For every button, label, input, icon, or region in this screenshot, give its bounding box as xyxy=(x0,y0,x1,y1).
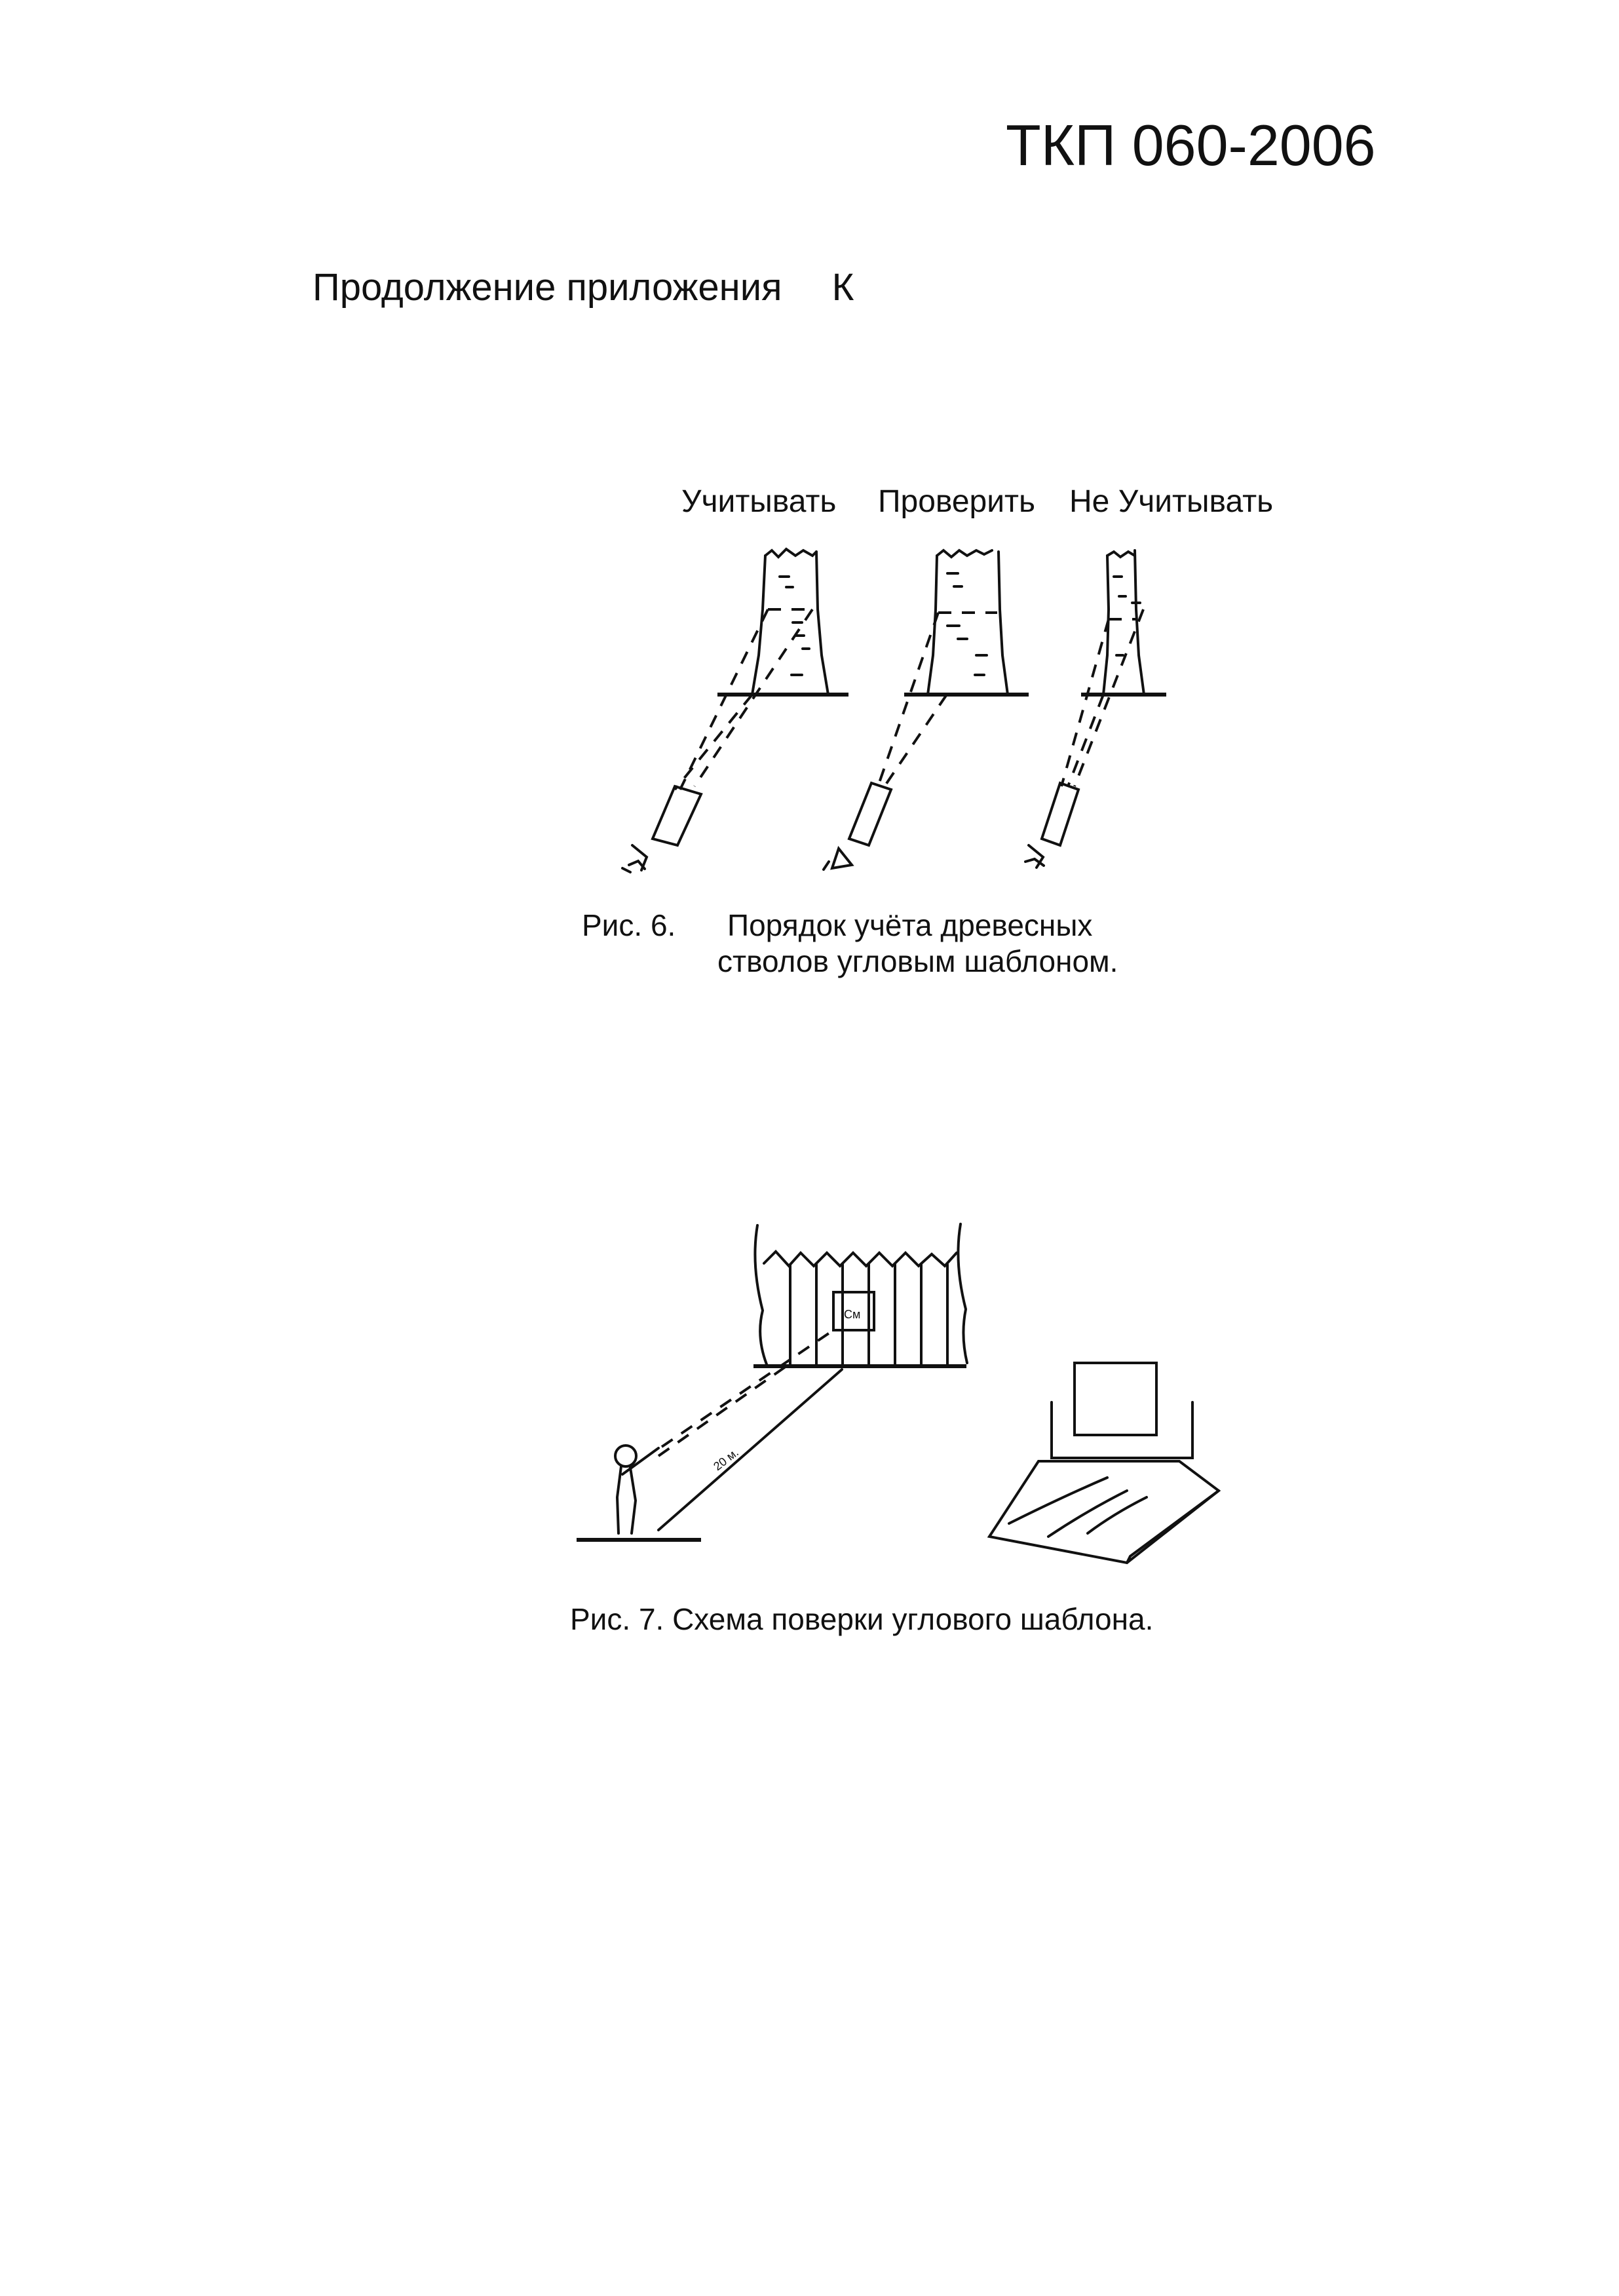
appendix-continuation-heading: Продолжение приложения К xyxy=(313,269,854,307)
figure6-tree-count xyxy=(674,547,848,791)
figure7-sight-lines: 20 м. xyxy=(657,1329,843,1531)
target-label: См xyxy=(844,1308,860,1321)
column-label-do-not-count: Не Учитывать xyxy=(1069,484,1274,519)
figure6-angle-gauge-count xyxy=(621,784,703,873)
figure7-observer xyxy=(577,1444,701,1542)
figure6-tree-do-not-count xyxy=(1060,549,1166,787)
figure6-tree-check xyxy=(877,548,1029,788)
column-label-count: Учитывать xyxy=(681,484,837,519)
continuation-label: Продолжение приложения xyxy=(313,266,782,309)
figure7-fence-target: См xyxy=(753,1223,968,1368)
column-label-check: Проверить xyxy=(878,484,1036,519)
figure6-number: Рис. 6. xyxy=(582,908,676,942)
figure6-angle-gauge-do-not-count xyxy=(1024,781,1080,869)
figure6-caption-line1: Порядок учёта древесных xyxy=(727,908,1093,942)
figure6-caption-line2: стволов угловым шаблоном. xyxy=(717,944,1118,979)
distance-label: 20 м. xyxy=(711,1445,741,1473)
document-number: ТКП 060-2006 xyxy=(1006,113,1376,178)
figure6-caption: Рис. 6. Порядок учёта древесных стволов у… xyxy=(582,908,1118,980)
figure6-angle-gauge-check xyxy=(822,781,893,871)
figure7-caption: Рис. 7. Схема поверки углового шаблона. xyxy=(570,1602,1154,1636)
appendix-letter: К xyxy=(831,266,854,309)
figure7-angle-gauge-device xyxy=(987,1362,1221,1565)
